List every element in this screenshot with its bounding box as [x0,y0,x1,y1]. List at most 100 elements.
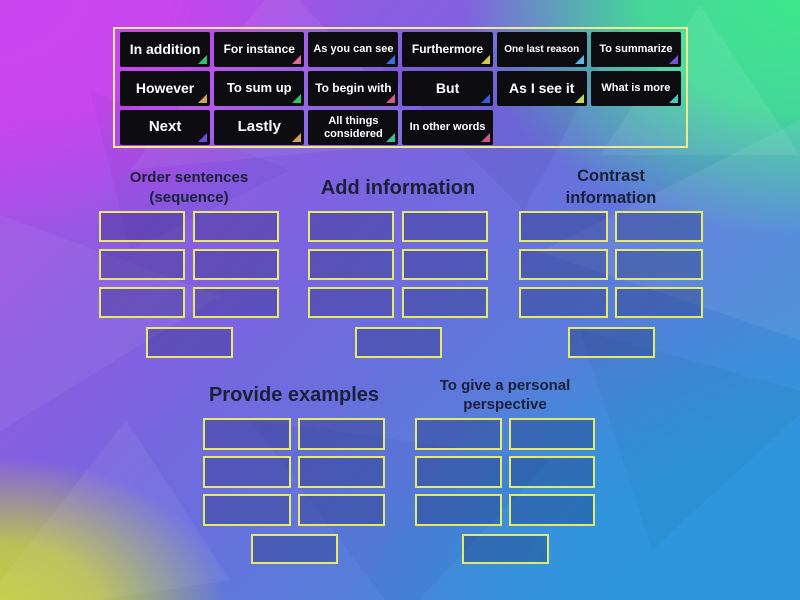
drop-slot[interactable] [99,211,185,242]
group-order-sentences: Order sentences (sequence) [99,164,279,358]
drop-slot[interactable] [508,418,595,450]
drop-slot[interactable] [508,456,595,488]
drop-slot[interactable] [415,494,502,526]
corner-triangle-icon [480,94,490,103]
drop-slot[interactable] [250,534,338,564]
drop-slot[interactable] [193,249,279,280]
drop-slot[interactable] [519,287,608,318]
word-tile-label: However [135,79,195,96]
word-tile-label: To sum up [226,80,292,96]
group-label: To give a personal perspective [439,376,571,414]
word-tile-lastly[interactable]: Lastly [214,110,305,145]
slot-grid [308,211,488,318]
word-tile-for-instance[interactable]: For instance [214,32,305,67]
corner-triangle-icon [480,55,490,64]
drop-slot[interactable] [567,327,655,358]
drop-slot[interactable] [461,534,549,564]
drop-slot[interactable] [203,456,291,488]
slot-grid [519,211,703,318]
word-tile-however[interactable]: However [120,71,211,106]
background-triangle [580,330,800,550]
group-label: Provide examples [208,384,380,406]
word-tile-label: As you can see [313,43,394,56]
word-tile-label: But [435,79,460,96]
drop-slot[interactable] [508,494,595,526]
drop-slot[interactable] [297,418,385,450]
group-add-information: Add information [308,164,488,358]
corner-triangle-icon [668,94,678,103]
word-tile-label: As I see it [509,79,575,96]
word-tile-label: What is more [601,82,671,95]
word-tile-in-addition[interactable]: In addition [120,32,211,67]
drop-slot[interactable] [415,418,502,450]
slot-grid [203,418,385,526]
word-tile-as-i-see-it[interactable]: As I see it [496,71,587,106]
drop-slot[interactable] [519,211,608,242]
word-tile-label: To summarize [599,43,673,56]
word-tile-to-summarize[interactable]: To summarize [590,32,681,67]
drop-slot[interactable] [415,456,502,488]
drop-slot[interactable] [308,287,394,318]
group-contrast-information: Contrast information [519,164,703,358]
word-tile-to-sum-up[interactable]: To sum up [214,71,305,106]
word-tile-label: For instance [223,41,295,56]
word-tile-label: In other words [409,121,486,134]
corner-triangle-icon [292,133,302,142]
word-tile-label: Furthermore [411,41,484,56]
word-tile-label: Lastly [237,118,281,136]
drop-slot[interactable] [614,211,703,242]
word-tile-label: All things considered [324,115,383,140]
drop-slot[interactable] [308,249,394,280]
corner-triangle-icon [292,94,302,103]
word-tile-one-last-reason[interactable]: One last reason [496,32,587,67]
group-label: Contrast information [565,167,657,207]
drop-slot[interactable] [402,287,488,318]
drop-slot[interactable] [99,249,185,280]
slot-grid [99,211,279,318]
drop-slot[interactable] [99,287,185,318]
drop-slot[interactable] [402,249,488,280]
group-label: Order sentences (sequence) [129,169,249,206]
word-tile-label: Next [148,118,182,136]
corner-triangle-icon [386,133,396,142]
corner-triangle-icon [198,133,208,142]
drop-slot[interactable] [519,249,608,280]
drop-slot[interactable] [297,456,385,488]
word-tile-all-things-considered[interactable]: All things considered [308,110,399,145]
corner-triangle-icon [574,55,584,64]
drop-slot[interactable] [402,211,488,242]
word-tray: In addition For instance As you can see … [113,27,688,148]
corner-triangle-icon [386,55,396,64]
drop-slot[interactable] [308,211,394,242]
corner-triangle-icon [668,55,678,64]
drop-slot[interactable] [614,249,703,280]
group-provide-examples: Provide examples [203,372,385,564]
corner-triangle-icon [574,94,584,103]
drop-slot[interactable] [203,418,291,450]
corner-triangle-icon [480,133,490,142]
drop-slot[interactable] [145,327,233,358]
drop-slot[interactable] [614,287,703,318]
word-tile-furthermore[interactable]: Furthermore [402,32,493,67]
corner-triangle-icon [198,55,208,64]
drop-slot[interactable] [193,287,279,318]
word-tile-to-begin-with[interactable]: To begin with [308,71,399,106]
word-tile-but[interactable]: But [402,71,493,106]
group-label: Add information [320,176,476,199]
drop-slot[interactable] [297,494,385,526]
word-tile-what-is-more[interactable]: What is more [590,71,681,106]
drop-slot[interactable] [203,494,291,526]
group-personal-perspective: To give a personal perspective [415,372,595,564]
slot-grid [415,418,595,526]
drop-slot[interactable] [193,211,279,242]
background-triangle [0,420,230,600]
corner-triangle-icon [386,94,396,103]
word-tile-next[interactable]: Next [120,110,211,145]
word-tile-in-other-words[interactable]: In other words [402,110,493,145]
drop-slot[interactable] [354,327,442,358]
word-tile-label: One last reason [504,44,580,55]
word-tile-as-you-can-see[interactable]: As you can see [308,32,399,67]
corner-triangle-icon [198,94,208,103]
word-tile-label: In addition [129,40,201,57]
